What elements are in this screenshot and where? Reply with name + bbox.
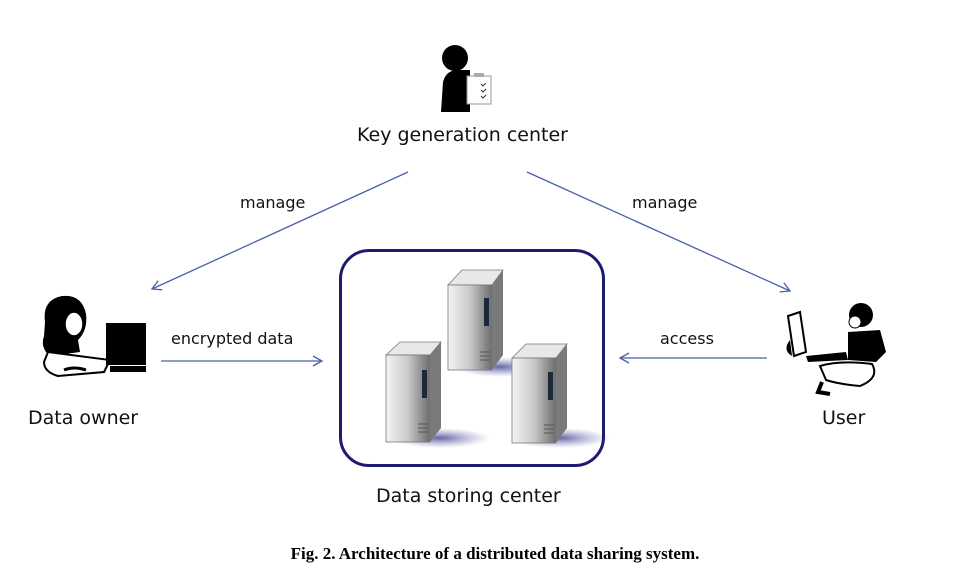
data-owner-label: Data owner [28, 407, 139, 429]
data-storing-center-box [339, 249, 605, 467]
data-owner-person-icon [42, 295, 146, 378]
edge-label-manage-user: manage [632, 193, 698, 212]
key-generation-center-label: Key generation center [357, 124, 568, 146]
edge-label-access: access [660, 329, 714, 348]
user-person-icon [786, 303, 886, 396]
server-icon [511, 343, 568, 444]
edge-label-manage-owner: manage [240, 193, 306, 212]
edge-manage-user [526, 171, 792, 293]
edge-manage-owner [150, 171, 409, 291]
edge-label-encrypted-data: encrypted data [171, 329, 294, 348]
server-icon [384, 341, 442, 443]
user-label: User [822, 407, 866, 429]
data-storing-center-label: Data storing center [376, 485, 561, 507]
server-icon [447, 269, 504, 371]
figure-caption: Fig. 2. Architecture of a distributed da… [290, 544, 700, 563]
server-cluster-icon [384, 269, 610, 448]
person-with-clipboard-icon [441, 45, 492, 112]
